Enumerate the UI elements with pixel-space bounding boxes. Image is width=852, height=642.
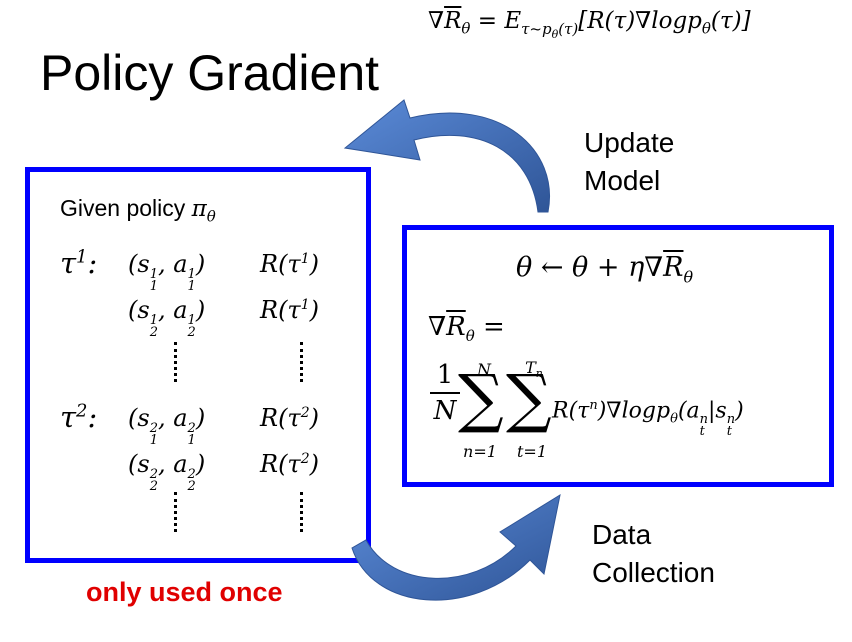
reward-label: R(τ1)	[260, 250, 320, 278]
reward-label: R(τ1)	[260, 296, 320, 324]
given-policy-label: Given policy πθ	[60, 195, 216, 226]
sum-lower-limit: n=1	[463, 442, 497, 461]
sum-lower-limit: t=1	[516, 442, 547, 461]
gradient-lhs: ∇Rθ =	[428, 312, 505, 346]
ellipsis-dots	[300, 342, 303, 382]
tau-2-label: τ2:	[60, 400, 98, 434]
ellipsis-dots	[174, 492, 177, 532]
sum-sign: ∑	[506, 362, 552, 436]
trajectory-box	[25, 167, 371, 563]
update-box	[402, 225, 834, 487]
fraction: 1 N	[430, 360, 460, 426]
page-title: Policy Gradient	[40, 45, 380, 101]
only-used-once-note: only used once	[86, 577, 283, 607]
collection-arrow	[351, 493, 561, 601]
tau-1-label: τ1:	[60, 246, 98, 280]
sum-upper-limit: N	[477, 360, 491, 379]
reward-label: R(τ2)	[260, 450, 320, 478]
reward-label: R(τ2)	[260, 404, 320, 432]
gradient-expectation-formula: ∇Rθ = Eτ~pθ(τ)[R(τ)∇logpθ(τ)]	[428, 8, 751, 41]
update-arrow	[343, 99, 550, 213]
ellipsis-dots	[174, 342, 177, 382]
ellipsis-dots	[300, 492, 303, 532]
sum-upper-limit: Tn	[525, 358, 543, 381]
sum-sign: ∑	[458, 362, 504, 436]
update-rule: θ ← θ + η∇Rθ	[516, 252, 694, 287]
